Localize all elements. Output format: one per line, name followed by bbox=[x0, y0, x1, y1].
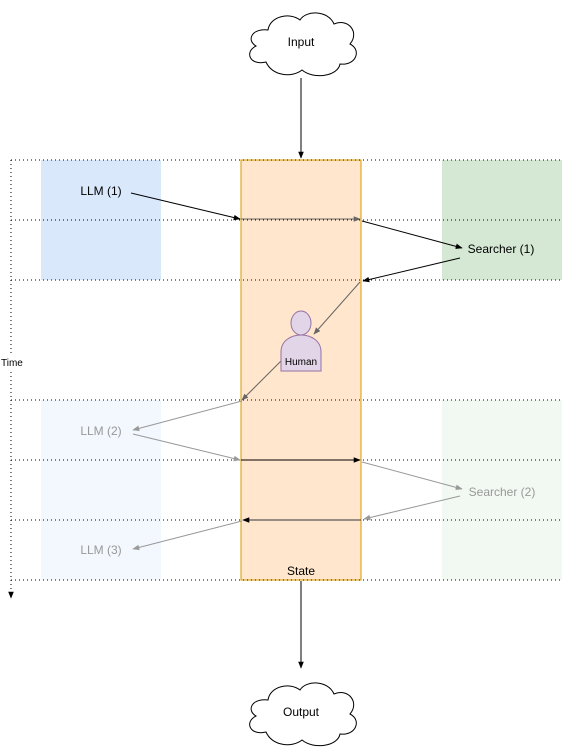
llm2-to-state-arrow bbox=[132, 433, 241, 462]
state-to-searcher1-arrow bbox=[361, 220, 463, 250]
llm1-to-state-arrow bbox=[130, 192, 241, 221]
input-cloud bbox=[249, 12, 357, 77]
input-label: Input bbox=[288, 35, 315, 49]
searcher1-lane bbox=[442, 160, 562, 280]
human-head bbox=[290, 310, 312, 336]
state-to-searcher2-arrow bbox=[361, 461, 463, 491]
time-label: Time bbox=[1, 358, 23, 369]
output-label: Output bbox=[283, 705, 320, 719]
llm3-label: LLM (3) bbox=[80, 543, 121, 557]
state-label: State bbox=[287, 564, 315, 578]
searcher1-to-state-arrow bbox=[362, 257, 461, 283]
searcher1-label: Searcher (1) bbox=[468, 242, 535, 256]
human-body bbox=[280, 334, 322, 372]
state-to-llm3-arrow bbox=[132, 520, 243, 551]
llm1-lane bbox=[41, 160, 161, 280]
output-cloud bbox=[249, 682, 357, 747]
human-figure: Human bbox=[280, 310, 322, 372]
human-to-state-arrow bbox=[241, 355, 287, 401]
time-label-bg bbox=[0, 355, 26, 369]
llm1-label: LLM (1) bbox=[80, 184, 121, 198]
searcher2-label: Searcher (2) bbox=[469, 485, 536, 499]
searcher2-to-state-arrow bbox=[363, 495, 461, 521]
state-to-human-arrow bbox=[313, 281, 361, 335]
human-label: Human bbox=[285, 357, 317, 368]
llm2-label: LLM (2) bbox=[80, 424, 121, 438]
llm2-lane bbox=[41, 400, 161, 580]
state-to-llm2-arrow bbox=[132, 400, 243, 432]
